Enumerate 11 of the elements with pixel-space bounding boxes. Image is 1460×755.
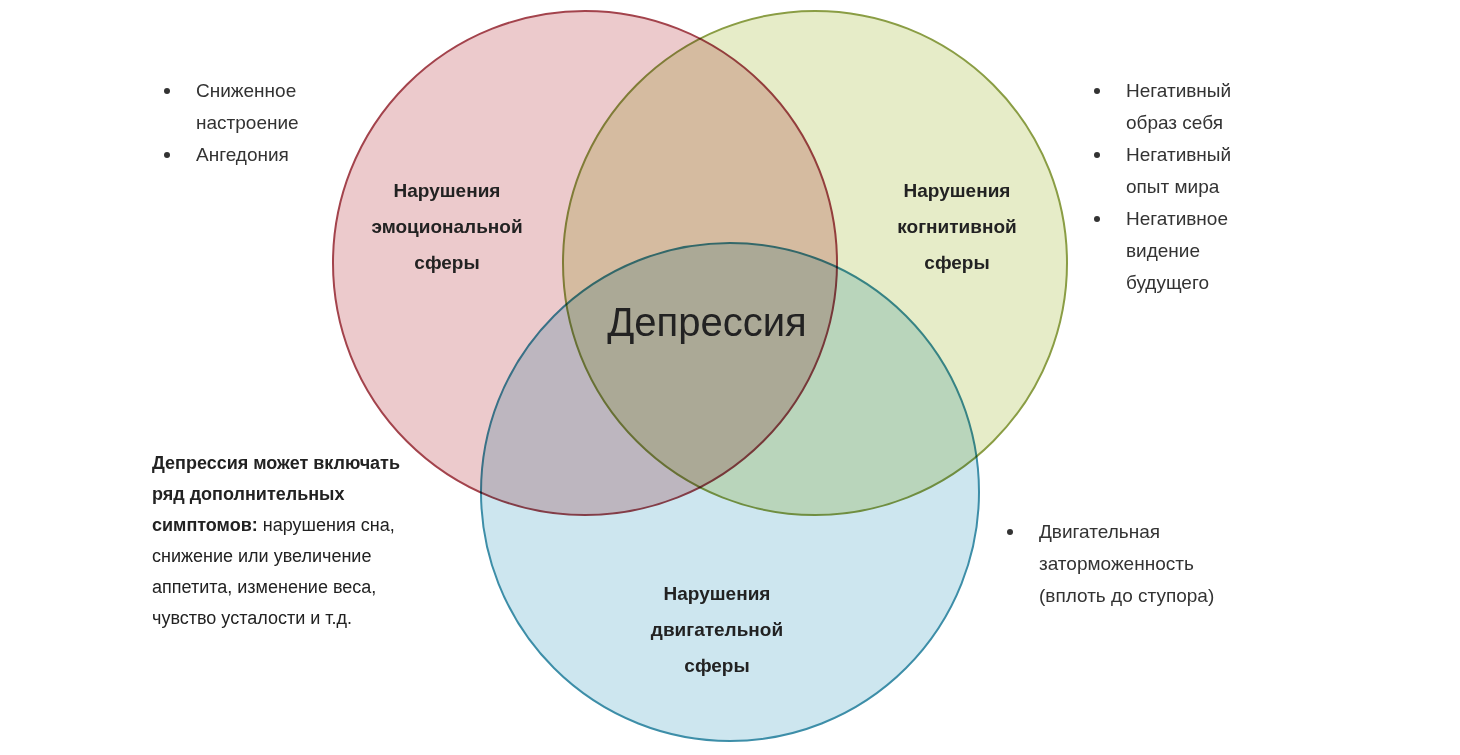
center-label: Депрессия [607, 299, 807, 345]
bullet-item: Сниженное настроение [196, 79, 300, 135]
circle-title: Нарушения когнитивной сферы [896, 179, 1018, 275]
note-paragraph: Депрессия может включать ряд дополнительных симптомов: нарушения сна, снижение или увеличение аппетита, изменение веса, чувство усталости и т.д. [152, 452, 401, 630]
bullet-item: Негативное видение будущего [1126, 207, 1229, 295]
bullet-item: Негативный образ себя [1126, 79, 1233, 135]
circle-title: Нарушения двигательной сферы [649, 582, 785, 678]
bullet-item: Негативный опыт мира [1126, 143, 1233, 199]
bullet-item: Двигательная заторможенность (вплоть до ступора) [1039, 520, 1216, 608]
circle-title: Нарушения эмоциональной сферы [370, 179, 524, 275]
bullet-item: Ангедония [196, 143, 290, 167]
